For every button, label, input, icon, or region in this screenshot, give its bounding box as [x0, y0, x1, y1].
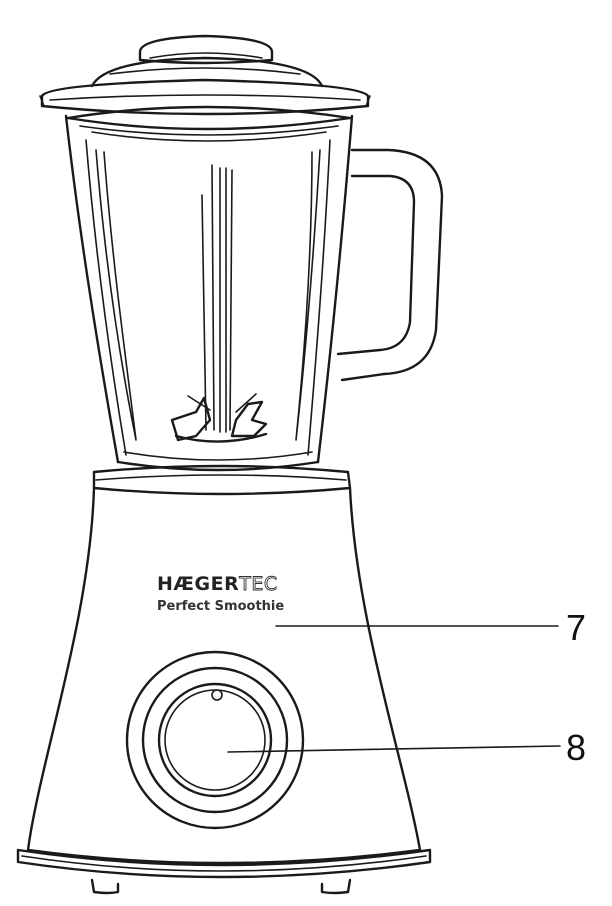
motor-base-body	[26, 486, 422, 865]
measuring-cap	[138, 34, 274, 65]
jug-handle	[340, 148, 444, 382]
motor-base	[16, 464, 432, 895]
brand-bold-text: HÆGER	[157, 573, 239, 595]
knob-indicator-dot	[211, 689, 223, 701]
model-name: Perfect Smoothie	[157, 599, 284, 614]
callout-label-8: 8	[566, 727, 586, 768]
lid-dome	[90, 56, 324, 88]
foot-right	[320, 878, 352, 895]
blade-assembly	[170, 164, 268, 443]
lid-rim	[40, 78, 370, 116]
callout-7: 7	[275, 607, 586, 648]
callout-label-7: 7	[566, 607, 586, 648]
callout-leader-8	[227, 745, 561, 753]
brand-outline-text: TEC	[238, 573, 277, 595]
blender-lid	[39, 34, 371, 116]
speed-control-knob	[125, 650, 305, 830]
jug-left-wall	[64, 114, 120, 464]
brand-logo: HÆGERTEC	[157, 573, 278, 595]
jug-right-wall	[316, 114, 354, 464]
callout-8: 8	[227, 727, 586, 768]
foot-left	[90, 878, 120, 895]
blender-jug	[64, 105, 444, 472]
